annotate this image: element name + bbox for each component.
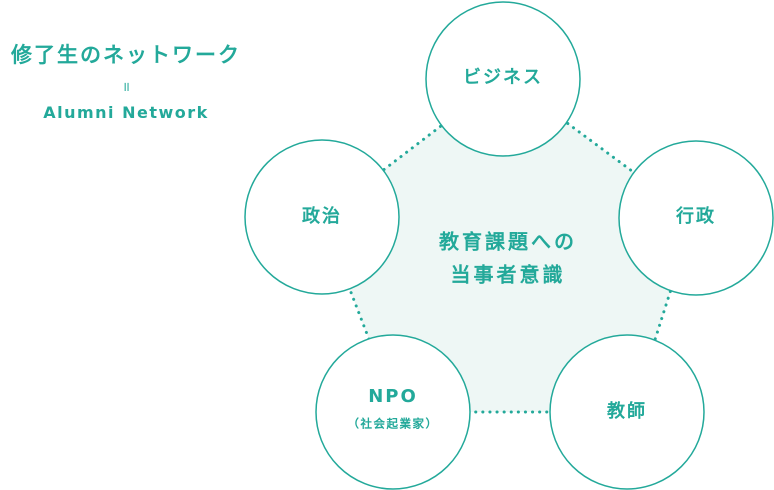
node-business-circle (425, 1, 581, 157)
title-equals-sign: ॥ (122, 80, 130, 95)
center-label-line1: 教育課題への (439, 230, 577, 254)
node-politics-label: 政治 (302, 205, 342, 227)
node-politics: 政治 (244, 139, 400, 295)
node-business: ビジネス (425, 1, 581, 157)
node-government-circle (618, 140, 774, 296)
node-teacher-label: 教師 (607, 400, 647, 422)
center-label-line2: 当事者意識 (451, 263, 566, 287)
node-teacher: 教師 (549, 334, 705, 490)
node-government: 行政 (618, 140, 774, 296)
node-government-label: 行政 (675, 205, 716, 227)
network-pentagon-fill (322, 77, 694, 412)
node-politics-circle (244, 139, 400, 295)
node-npo-circle (315, 334, 471, 490)
title-block: 修了生のネットワーク ॥ Alumni Network (0, 40, 252, 124)
node-business-label: ビジネス (463, 67, 543, 88)
page-subtitle-en: Alumni Network (43, 103, 209, 122)
node-npo-label: NPO (368, 386, 418, 407)
node-teacher-circle (549, 334, 705, 490)
node-npo: NPO （社会起業家） (315, 334, 471, 490)
page-title: 修了生のネットワーク (11, 43, 241, 67)
node-npo-sublabel: （社会起業家） (348, 417, 439, 431)
